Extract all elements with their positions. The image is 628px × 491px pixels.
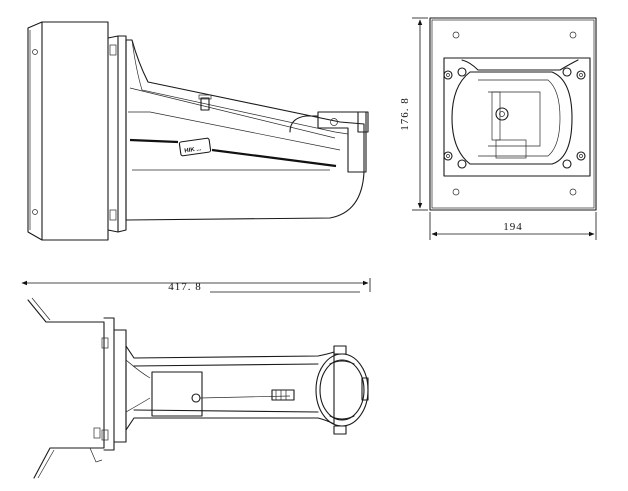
arm-body: [125, 39, 365, 221]
screw-hole-bottom: [32, 209, 38, 215]
back-plate: [429, 17, 597, 211]
width-dimension-label: 194: [503, 221, 523, 233]
length-dimension-label: 417. 8: [168, 281, 202, 293]
wall-plate: [27, 21, 109, 241]
height-dimension-label: 176. 8: [399, 97, 411, 131]
side-view: HIK ...: [27, 21, 369, 241]
end-ring-outer: [315, 353, 369, 427]
back-center-screw: [495, 107, 509, 121]
arm-top-view: [125, 345, 335, 431]
arm-groove: [129, 138, 179, 144]
screw-hole-top: [32, 49, 38, 55]
logo-badge: [178, 137, 212, 157]
cable-box: [151, 371, 203, 417]
back-view: 176. 8 194: [399, 17, 597, 240]
top-view: 417. 8: [21, 278, 371, 479]
logo-text: HIK ...: [184, 146, 202, 154]
